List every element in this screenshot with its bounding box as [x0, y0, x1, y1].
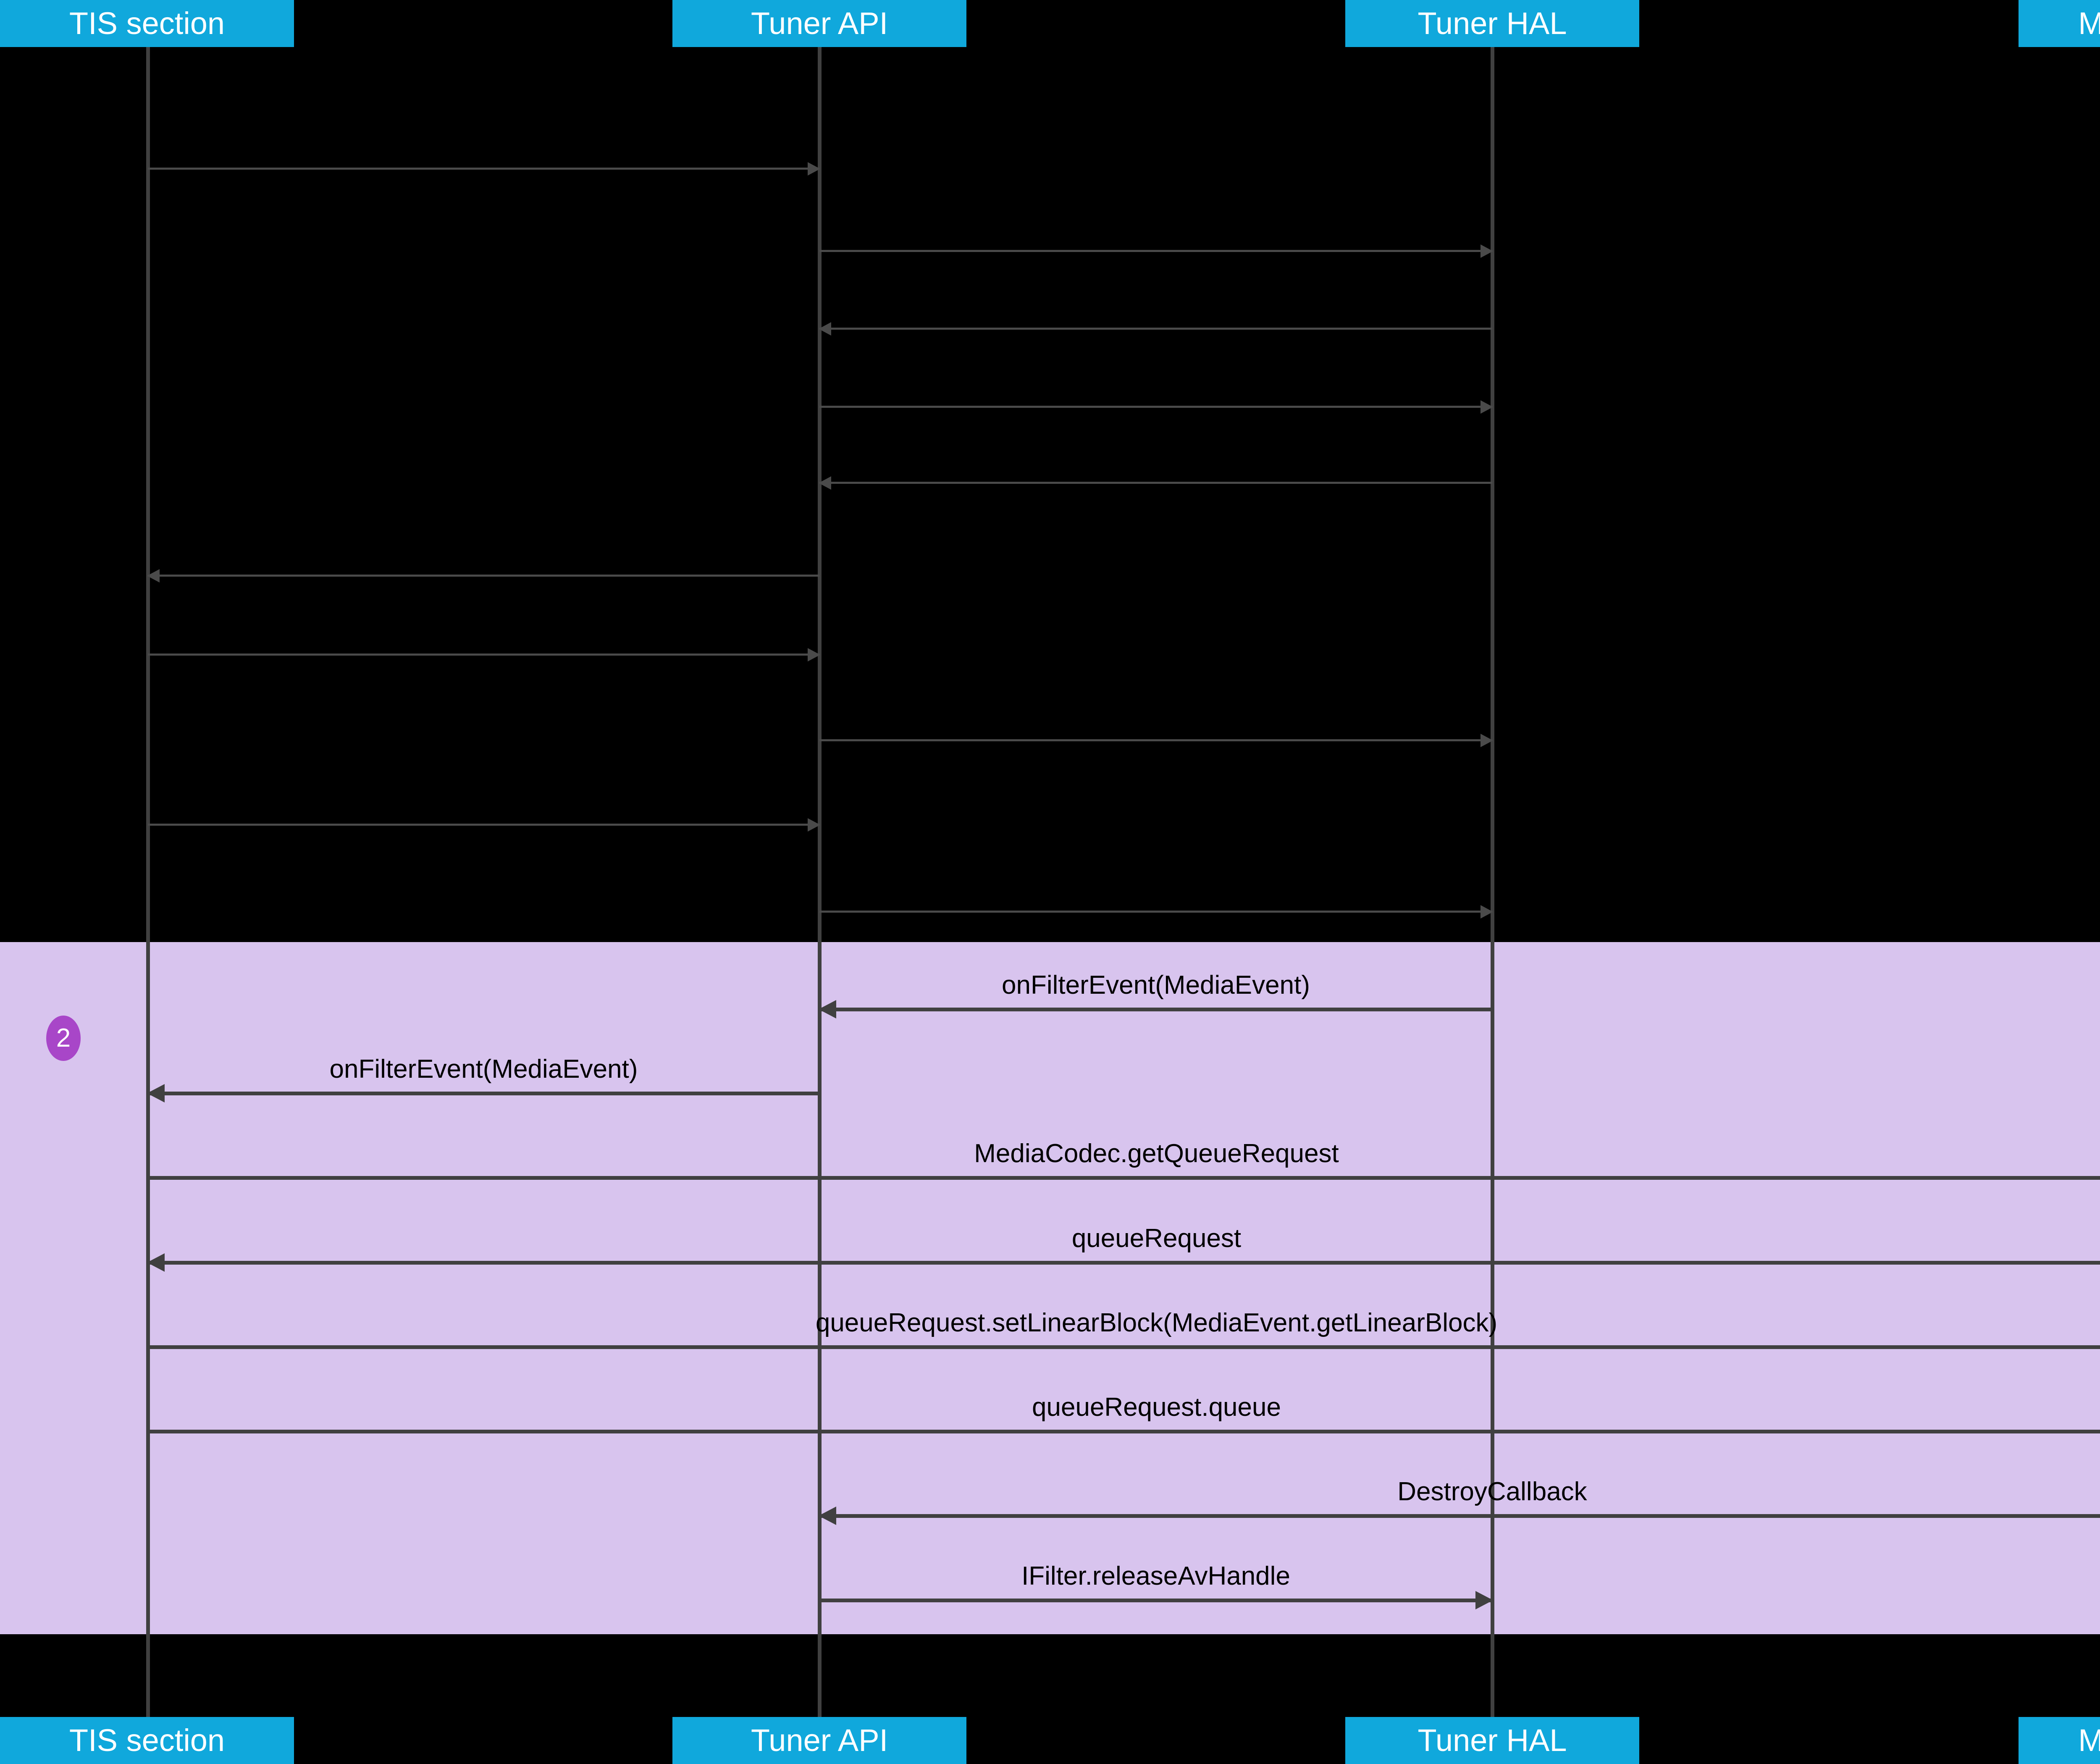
arrow-head-icon: [147, 569, 160, 583]
participant-footer-tunerhal[interactable]: Tuner HAL: [1345, 1717, 1639, 1764]
participant-label: MediaCodec: [2078, 1723, 2100, 1758]
participant-label: Tuner API: [751, 6, 888, 41]
arrow-head-icon: [808, 162, 820, 176]
arrow-head-icon: [819, 1000, 836, 1018]
arrow-head-icon: [819, 476, 831, 490]
message-label: queueRequest.setLinearBlock(MediaEvent.g…: [815, 1308, 1498, 1337]
arrow-line: [819, 1514, 2100, 1518]
arrow-line: [148, 1092, 819, 1095]
arrow-line: [819, 739, 1492, 741]
arrow-line: [148, 1430, 2100, 1433]
participant-label: Tuner API: [751, 1723, 888, 1758]
arrow-line: [819, 1008, 1492, 1011]
arrow-head-icon: [147, 1084, 165, 1102]
message-label: onFilterEvent(MediaEvent): [1002, 971, 1310, 1000]
participant-label: Tuner HAL: [1418, 6, 1567, 41]
arrow-head-icon: [1480, 734, 1493, 747]
arrow-line: [148, 1176, 2100, 1180]
arrow-line: [148, 1261, 2100, 1265]
message-label: IFilter.releaseAvHandle: [1021, 1562, 1290, 1591]
arrow-line: [819, 250, 1492, 252]
arrow-head-icon: [808, 818, 820, 832]
participant-header-tis[interactable]: TIS section: [0, 0, 294, 47]
arrow-line: [148, 824, 819, 826]
message-label: queueRequest.queue: [1032, 1393, 1281, 1422]
lifeline-tunerhal: [1491, 47, 1494, 1717]
arrow-line: [819, 406, 1492, 408]
arrow-head-icon: [819, 1507, 836, 1525]
participant-label: Tuner HAL: [1418, 1723, 1567, 1758]
arrow-line: [819, 911, 1492, 913]
participant-header-mediacodec[interactable]: MediaCodec: [2019, 0, 2100, 47]
participant-footer-mediacodec[interactable]: MediaCodec: [2019, 1717, 2100, 1764]
arrow-line: [819, 482, 1492, 484]
participant-footer-tis[interactable]: TIS section: [0, 1717, 294, 1764]
arrow-line: [148, 654, 819, 656]
arrow-head-icon: [808, 648, 820, 662]
highlight-region-2: [0, 942, 2100, 1634]
arrow-head-icon: [1480, 244, 1493, 258]
message-label: MediaCodec.getQueueRequest: [974, 1139, 1339, 1168]
participant-label: TIS section: [69, 1723, 225, 1758]
participant-label: MediaCodec: [2078, 6, 2100, 41]
participant-header-tunerhal[interactable]: Tuner HAL: [1345, 0, 1639, 47]
message-label: DestroyCallback: [1397, 1477, 1587, 1506]
participant-header-tunerapi[interactable]: Tuner API: [672, 0, 966, 47]
message-label: onFilterEvent(MediaEvent): [329, 1055, 638, 1084]
arrow-line: [148, 1345, 2100, 1349]
message-label: queueRequest: [1071, 1224, 1242, 1253]
arrow-head-icon: [819, 322, 831, 336]
arrow-head-icon: [1480, 905, 1493, 919]
lifeline-tunerapi: [818, 47, 822, 1717]
arrow-head-icon: [1475, 1591, 1493, 1609]
arrow-line: [148, 575, 819, 577]
arrow-line: [819, 328, 1492, 330]
region-number-badge: 2: [46, 1016, 81, 1061]
arrow-line: [819, 1599, 1492, 1602]
region-number-badge-label: 2: [56, 1024, 71, 1053]
arrow-head-icon: [147, 1253, 165, 1272]
participant-label: TIS section: [69, 6, 225, 41]
arrow-line: [148, 168, 819, 170]
participant-footer-tunerapi[interactable]: Tuner API: [672, 1717, 966, 1764]
arrow-head-icon: [1480, 400, 1493, 414]
lifeline-tis: [146, 47, 150, 1717]
